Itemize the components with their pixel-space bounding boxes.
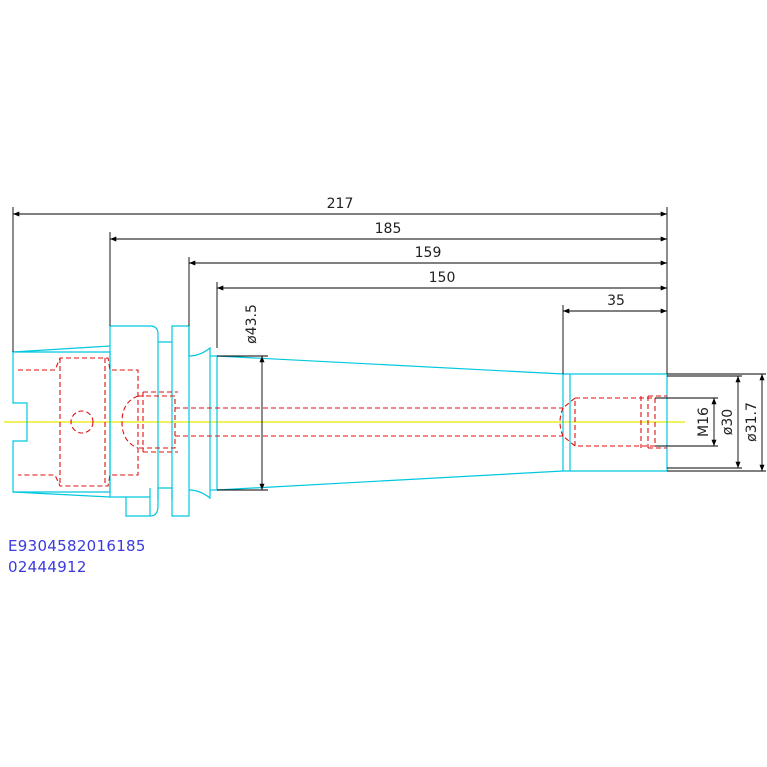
dim-dia-30-label: ø30: [720, 409, 736, 435]
part-codes: E9304582016185 02444912: [8, 536, 146, 578]
dim-35-label: 35: [607, 293, 625, 309]
dim-150-label: 150: [429, 270, 456, 286]
order-code: 02444912: [8, 558, 87, 576]
dim-dia-43-5-label: ø43.5: [244, 304, 260, 344]
dim-159-label: 159: [415, 245, 442, 261]
hidden-lines: [18, 357, 667, 487]
dim-217-label: 217: [327, 196, 354, 212]
part-code: E9304582016185: [8, 537, 146, 555]
holder-outline: [12, 325, 668, 517]
dim-185-label: 185: [375, 221, 402, 237]
dimension-lines: [12, 207, 766, 491]
dim-dia-31-7-label: ø31.7: [744, 402, 760, 442]
dim-m16-label: M16: [696, 407, 712, 437]
